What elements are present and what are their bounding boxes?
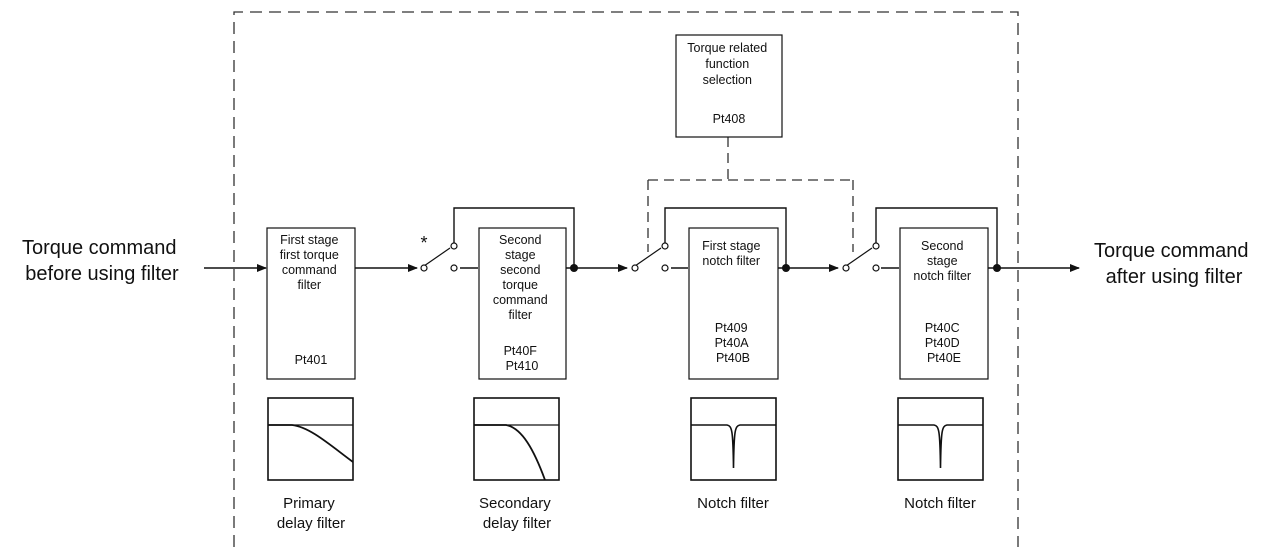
control-path <box>647 137 854 252</box>
caption-line: delay filter <box>483 515 551 532</box>
secondary-delay-response-icon <box>473 397 560 481</box>
input-label: Torque command before using filter <box>22 237 182 285</box>
switch <box>842 242 880 272</box>
filter-block-line: filter <box>508 308 532 322</box>
switch <box>631 242 669 272</box>
output-label-line: Torque command <box>1094 240 1249 262</box>
input-label-line: before using filter <box>25 263 179 285</box>
svg-text:First stage notch filter: First stage notch filter Pt409 Pt40A Pt4… <box>702 239 764 365</box>
filter-block-param: Pt40E <box>927 351 961 365</box>
filter-block-line: First stage <box>702 239 760 253</box>
primary-delay-response-icon <box>267 397 354 481</box>
svg-text:First stage first torque: First stage first torque command filter … <box>280 233 343 367</box>
bypass-line <box>875 207 998 268</box>
filter-block-line: first torque <box>280 248 339 262</box>
bypass-line <box>453 207 575 268</box>
function-selection-line: selection <box>703 73 752 87</box>
caption-line: delay filter <box>277 515 345 532</box>
filter-block-param: Pt409 <box>715 321 748 335</box>
filter-block-line: command <box>493 293 548 307</box>
filter-block-line: stage <box>505 248 536 262</box>
function-selection-block: Torque related function selection Pt408 <box>675 34 783 138</box>
filter-block-box <box>899 227 989 380</box>
function-selection-box <box>675 34 783 138</box>
junction-dot <box>782 264 790 272</box>
signal-lines <box>204 207 1080 272</box>
svg-text:Torque related function: Torque related function selection Pt408 <box>687 41 770 126</box>
junctions <box>570 264 1001 272</box>
function-selection-line: Torque related <box>687 41 767 55</box>
caption-line: Notch filter <box>697 495 769 512</box>
output-label: Torque command after using filter <box>1094 240 1254 288</box>
filter-block-param: Pt40C <box>925 321 960 335</box>
bypass-line <box>664 207 787 268</box>
filter-boundary <box>233 11 1019 547</box>
filter-block-box <box>688 227 779 380</box>
filter-block-line: torque <box>503 278 538 292</box>
caption-line: Secondary <box>479 495 551 512</box>
filter-block-param: Pt401 <box>295 353 328 367</box>
switch-marker: * <box>420 233 427 253</box>
filter-block-line: Second <box>499 233 541 247</box>
filter-block-line: notch filter <box>913 269 971 283</box>
filter-block-line: Second <box>921 239 963 253</box>
filter-block-box <box>478 227 567 380</box>
filter-block-param: Pt40D <box>925 336 960 350</box>
svg-text:Second stage secon: Second stage second torque command filte… <box>493 233 551 373</box>
filter-block-param: Pt40F <box>504 344 538 358</box>
filter-block-line: First stage <box>280 233 338 247</box>
first-torque-filter-block: First stage first torque command filter … <box>266 227 356 380</box>
filter-caption: Primary delay filter <box>277 495 345 532</box>
second-notch-filter-block: Second stage notch filter Pt40C Pt40D Pt… <box>899 227 989 380</box>
filter-block-param: Pt40B <box>716 351 750 365</box>
caption-line: Primary <box>283 495 335 512</box>
filter-block-param: Pt410 <box>506 359 539 373</box>
filter-caption: Secondary delay filter <box>479 495 555 532</box>
filter-caption: Notch filter <box>904 495 976 512</box>
svg-text:Second stage notch: Second stage notch filter Pt40C Pt40D Pt… <box>913 239 974 365</box>
filter-block-param: Pt40A <box>715 336 750 350</box>
second-torque-filter-block: Second stage second torque command filte… <box>478 227 567 380</box>
output-label-line: after using filter <box>1106 266 1243 288</box>
filter-block-line: filter <box>297 278 321 292</box>
first-notch-filter-block: First stage notch filter Pt409 Pt40A Pt4… <box>688 227 779 380</box>
input-label-line: Torque command <box>22 237 177 259</box>
caption-line: Notch filter <box>904 495 976 512</box>
filter-block-line: command <box>282 263 337 277</box>
notch-response-icon <box>897 397 984 481</box>
switch <box>420 242 458 272</box>
junction-dot <box>570 264 578 272</box>
notch-response-icon <box>690 397 777 481</box>
junction-dot <box>993 264 1001 272</box>
filter-block-line: notch filter <box>702 254 760 268</box>
filter-block-box <box>266 227 356 380</box>
filter-caption: Notch filter <box>697 495 769 512</box>
filter-block-line: stage <box>927 254 958 268</box>
function-selection-param: Pt408 <box>713 112 746 126</box>
filter-block-line: second <box>500 263 540 277</box>
function-selection-line: function <box>705 57 749 71</box>
